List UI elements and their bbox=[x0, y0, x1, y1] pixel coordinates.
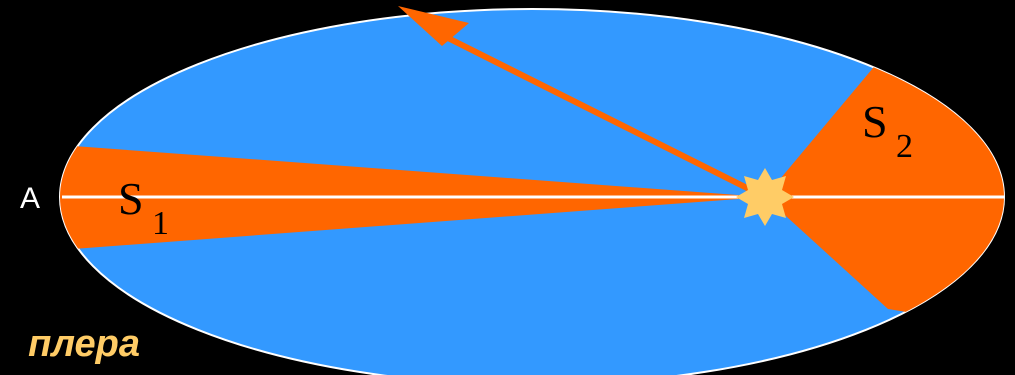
area-s2-letter: S bbox=[862, 96, 888, 147]
area-s1-letter: S bbox=[118, 173, 144, 224]
sun-icon bbox=[736, 168, 794, 226]
area-s1-subscript: 1 bbox=[152, 205, 169, 242]
point-a-label: A bbox=[20, 182, 40, 215]
caption-fragment: плера bbox=[0, 320, 140, 368]
area-s2-subscript: 2 bbox=[896, 128, 913, 165]
